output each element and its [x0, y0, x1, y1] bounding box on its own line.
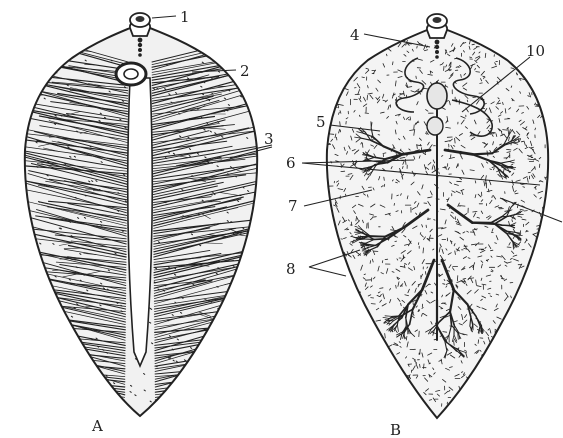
leader-8a [309, 267, 346, 276]
panel-a-ventral-sucker [116, 63, 146, 85]
label-5: 5 [316, 113, 326, 131]
label-2: 2 [240, 62, 250, 80]
label-4: 4 [350, 26, 360, 44]
label-3: 3 [264, 130, 274, 148]
caption-b: B [390, 421, 401, 438]
label-8: 8 [286, 260, 296, 278]
label-6: 6 [286, 154, 296, 172]
leader-1 [152, 16, 176, 18]
label-7: 7 [288, 197, 298, 215]
caption-a: A [91, 417, 103, 435]
panel-b: B [326, 14, 549, 438]
label-10: 10 [526, 42, 545, 60]
panel-a-intestine [128, 78, 152, 366]
label-1: 1 [180, 8, 190, 26]
